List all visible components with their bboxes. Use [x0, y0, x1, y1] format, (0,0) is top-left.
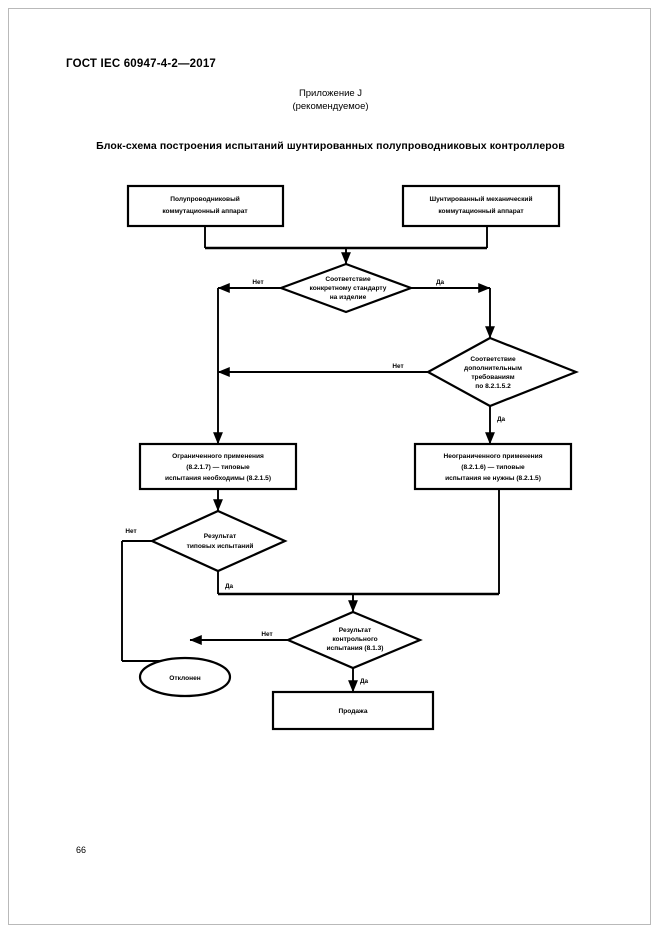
node-decision-product-standard[interactable]: Соответствие конкретному стандарту на из…	[277, 262, 415, 314]
edge-label-product-standard-no: Нет	[252, 279, 263, 286]
node-process-unlimited-use-box	[413, 442, 573, 491]
page-number: 66	[76, 845, 87, 855]
node-terminal-sale-box	[271, 690, 435, 731]
node-process-limited-use-box	[138, 442, 298, 491]
node-decision-routine-test-result[interactable]: Результат контрольного испытания (8.1.3)	[285, 610, 423, 670]
node-process-limited-use-line2: (8.2.1.7) — типовые	[186, 464, 250, 471]
edge-label-additional-yes: Да	[497, 416, 506, 423]
figure-title: Блок-схема построения испытаний шунтиров…	[96, 140, 565, 152]
node-decision-product-standard-line2: конкретному стандарту	[310, 285, 387, 292]
node-process-unlimited-use[interactable]: Неограниченного применения (8.2.1.6) — т…	[413, 442, 573, 491]
edge-label-additional-no: Нет	[392, 363, 403, 370]
node-start-right-line1: Шунтированный механический	[429, 195, 532, 203]
node-decision-additional-requirements-line3: требованиям	[471, 373, 514, 381]
node-process-limited-use-line3: испытания необходимы (8.2.1.5)	[165, 474, 271, 482]
node-process-limited-use[interactable]: Ограниченного применения (8.2.1.7) — тип…	[138, 442, 298, 491]
node-decision-routine-test-result-line2: контрольного	[332, 636, 377, 643]
node-decision-routine-test-result-shape	[285, 610, 423, 670]
node-start-left[interactable]: Полупроводниковый коммутационный аппарат	[126, 184, 285, 228]
node-process-limited-use-line1: Ограниченного применения	[172, 453, 264, 460]
annex-status: (рекомендуемое)	[292, 101, 369, 112]
node-decision-routine-test-result-line1: Результат	[339, 627, 372, 634]
node-decision-additional-requirements-shape	[425, 336, 579, 408]
node-decision-additional-requirements-line2: дополнительным	[464, 365, 522, 372]
node-decision-additional-requirements[interactable]: Соответствие дополнительным требованиям …	[425, 336, 579, 408]
node-start-left-line2: коммутационный аппарат	[162, 207, 248, 215]
node-process-unlimited-use-line1: Неограниченного применения	[443, 453, 542, 460]
node-decision-additional-requirements-line1: Соответствие	[470, 356, 516, 363]
node-terminal-sale[interactable]: Продажа	[271, 690, 435, 731]
node-decision-routine-test-result-line3: испытания (8.1.3)	[326, 645, 383, 652]
node-decision-product-standard-shape	[277, 262, 415, 314]
node-decision-product-standard-line3: на изделие	[330, 294, 367, 301]
node-decision-type-test-result[interactable]: Результат типовых испытаний	[149, 509, 288, 573]
node-process-unlimited-use-line2: (8.2.1.6) — типовые	[461, 464, 525, 471]
node-start-right-line2: коммутационный аппарат	[438, 207, 524, 215]
node-start-right[interactable]: Шунтированный механический коммутационны…	[401, 184, 561, 228]
standard-header: ГОСТ IEC 60947-4-2—2017	[66, 58, 217, 70]
node-start-right-box	[401, 184, 561, 228]
node-terminal-rejected-label: Отклонен	[169, 675, 201, 682]
node-decision-type-test-result-shape	[149, 509, 288, 573]
node-decision-product-standard-line1: Соответствие	[325, 276, 371, 283]
connector-layer	[121, 226, 500, 693]
edge-label-type-test-yes: Да	[225, 583, 234, 590]
node-decision-type-test-result-line2: типовых испытаний	[187, 542, 254, 550]
node-process-unlimited-use-line3: испытания не нужны (8.2.1.5)	[445, 475, 541, 482]
node-decision-type-test-result-line1: Результат	[204, 533, 237, 540]
edge-label-routine-yes: Да	[360, 678, 369, 685]
node-terminal-sale-label: Продажа	[339, 708, 368, 715]
node-decision-additional-requirements-line4: по 8.2.1.5.2	[475, 383, 511, 390]
edge-label-product-standard-yes: Да	[436, 279, 445, 286]
edge-label-routine-no: Нет	[261, 631, 272, 638]
node-start-left-line1: Полупроводниковый	[170, 195, 240, 203]
node-terminal-rejected[interactable]: Отклонен	[138, 656, 232, 698]
node-start-left-box	[126, 184, 285, 228]
annex-label: Приложение J	[298, 88, 363, 99]
node-terminal-rejected-shape	[138, 656, 232, 698]
edge-label-type-test-no: Нет	[125, 528, 136, 535]
